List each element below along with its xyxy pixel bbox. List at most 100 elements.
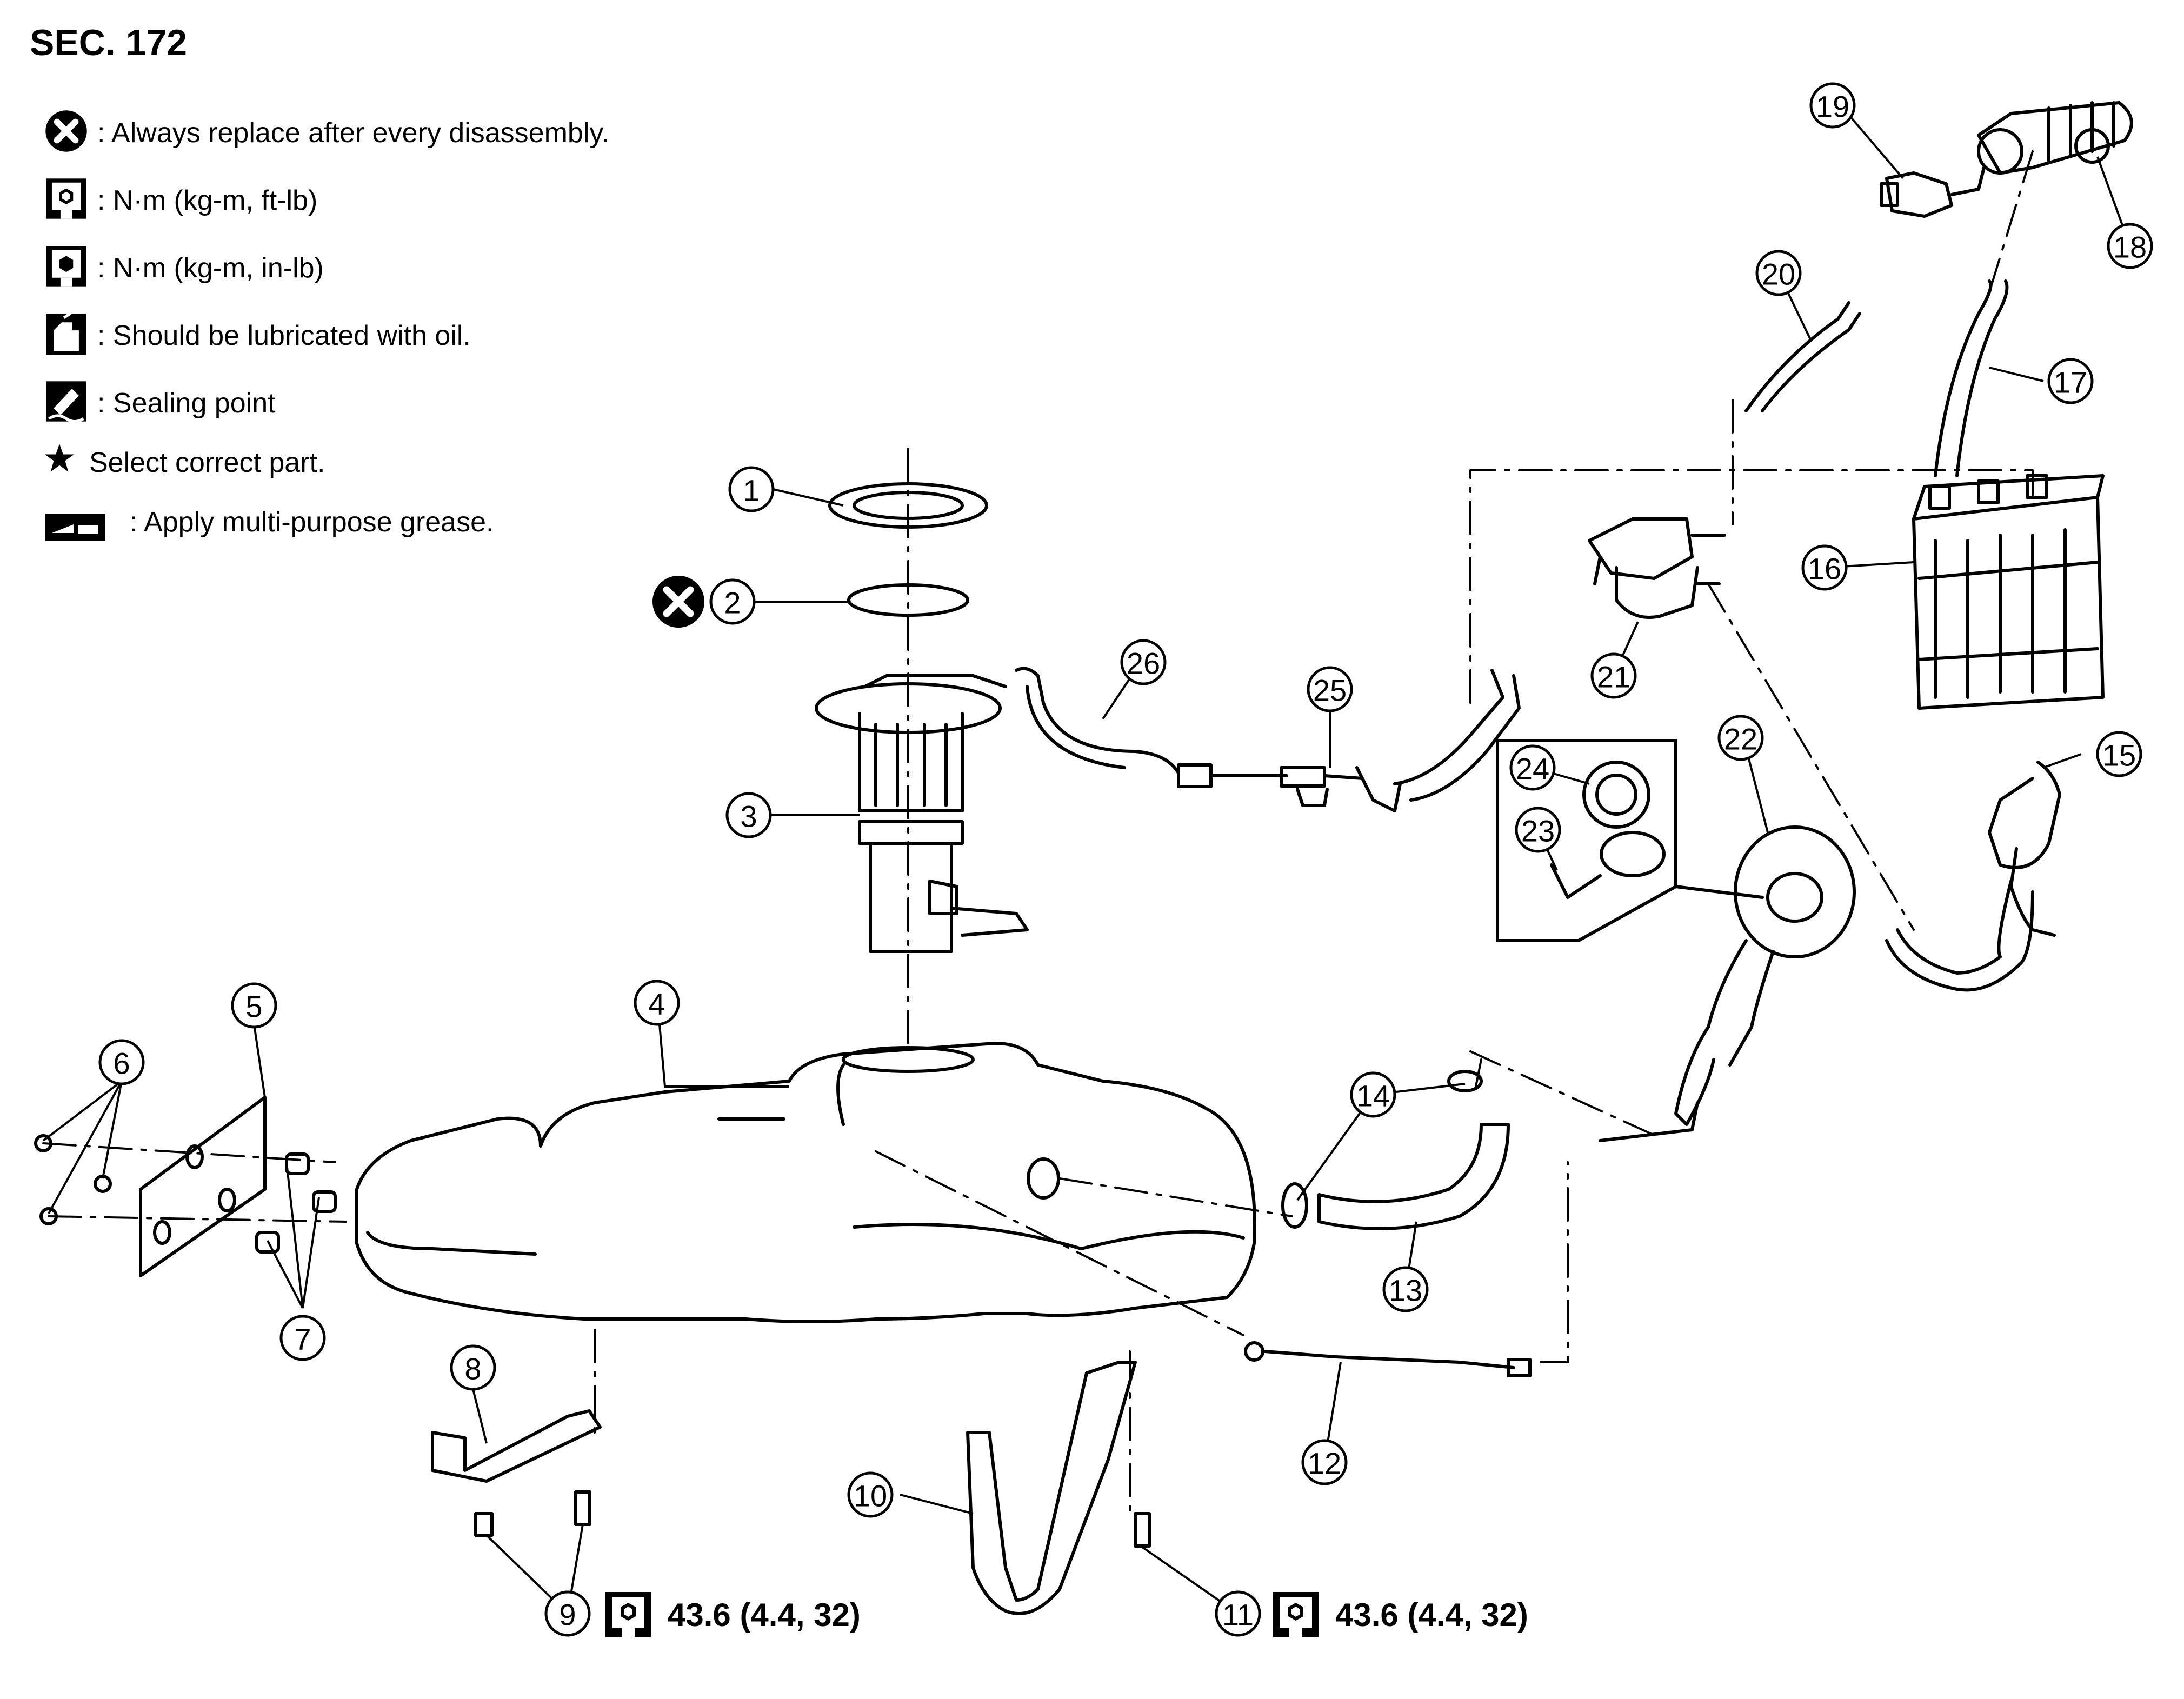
callout-circle — [1301, 1439, 1348, 1485]
section-title: SEC. 172 — [30, 22, 188, 63]
callout-number: 14 — [1356, 1079, 1390, 1113]
callout-circle — [1350, 1071, 1396, 1118]
callout-circle — [1590, 652, 1637, 699]
callout-6: 6 — [98, 1039, 145, 1085]
callout-number: 8 — [464, 1352, 481, 1386]
callout-12: 12 — [1301, 1439, 1348, 1485]
part-tank-bracket — [431, 1409, 602, 1483]
callout-circle — [1809, 82, 1856, 129]
torque-spec-9: 43.6 (4.4, 32) — [605, 1592, 861, 1637]
callout-circle — [634, 980, 680, 1026]
part-evap-hose-17 — [1934, 279, 2009, 477]
callout-circle — [728, 466, 775, 512]
part-strap-bolt — [1134, 1512, 1151, 1548]
callout-circle — [1509, 744, 1556, 791]
legend-text: : N·m (kg-m, in-lb) — [97, 252, 324, 284]
callout-circle — [1120, 639, 1167, 685]
callout-number: 17 — [2054, 365, 2087, 399]
callout-8: 8 — [450, 1344, 496, 1391]
callout-number: 20 — [1762, 257, 1795, 291]
callout-circle — [544, 1590, 591, 1637]
callout-number: 19 — [1816, 90, 1849, 124]
cap-leader — [1674, 885, 1764, 899]
callout-number: 4 — [648, 987, 665, 1021]
part-o-ring — [847, 583, 969, 617]
callout-2: 2 — [709, 578, 756, 625]
leader-lines — [42, 150, 2034, 1515]
callout-22: 22 — [1717, 715, 1764, 761]
callout-circle — [1382, 1266, 1429, 1312]
callout-number: 16 — [1808, 552, 1841, 586]
callout-circle — [1307, 666, 1353, 712]
callout-circle — [2107, 223, 2153, 269]
callout-20: 20 — [1755, 250, 1802, 296]
callout-circle — [847, 1471, 894, 1518]
callout-4: 4 — [634, 980, 680, 1026]
torque-in-lb-icon — [46, 246, 86, 287]
callout-21: 21 — [1590, 652, 1637, 699]
legend-row-always-replace: : Always replace after every disassembly… — [43, 108, 719, 157]
callout-19: 19 — [1809, 82, 1856, 129]
torque-value: 43.6 (4.4, 32) — [668, 1597, 861, 1633]
callout-3: 3 — [725, 792, 772, 838]
sealing-point-icon — [46, 381, 86, 423]
part-evap-hose-20 — [1744, 301, 1861, 412]
callout-number: 3 — [740, 799, 757, 834]
legend-text: : Always replace after every disassembly… — [97, 117, 609, 149]
callout-13: 13 — [1382, 1266, 1429, 1312]
torque-value: 43.6 (4.4, 32) — [1335, 1597, 1528, 1633]
torque-ft-lb-icon — [605, 1592, 651, 1637]
callout-circle — [1717, 715, 1764, 761]
legend-row-torque-ft-lb: : N·m (kg-m, ft-lb) — [43, 176, 719, 224]
callout-25: 25 — [1307, 666, 1353, 712]
legend-text: : Apply multi-purpose grease. — [130, 507, 494, 538]
torque-ft-lb-icon — [1273, 1592, 1319, 1637]
legend-text: : Sealing point — [97, 388, 276, 419]
callout-17: 17 — [2047, 358, 2094, 404]
part-filler-cap — [1582, 761, 1650, 829]
cap-detail-box — [1496, 739, 1677, 942]
callout-18: 18 — [2107, 223, 2153, 269]
callout-number: 6 — [113, 1047, 130, 1081]
callout-24: 24 — [1509, 744, 1556, 791]
callout-number: 18 — [2113, 230, 2147, 264]
part-filler-vent-tube — [1885, 761, 2061, 992]
always-replace-icon — [652, 576, 704, 628]
legend-text: : Should be lubricated with oil. — [97, 320, 471, 351]
callout-10: 10 — [847, 1471, 894, 1518]
callout-1: 1 — [728, 466, 775, 512]
callouts: 1234567891011121314151617181920212223242… — [98, 82, 2153, 1637]
torque-ft-lb-icon — [46, 178, 86, 219]
part-bracket-plate — [139, 1096, 267, 1277]
grease-icon — [45, 514, 105, 541]
callout-number: 7 — [294, 1322, 311, 1356]
part-evap-valve — [1588, 517, 1726, 619]
callout-7: 7 — [279, 1315, 326, 1361]
part-lock-ring — [828, 482, 988, 529]
part-fuel-feed-hose — [1015, 667, 1288, 788]
callout-number: 13 — [1389, 1274, 1422, 1308]
part-cap-tether — [1550, 831, 1666, 899]
part-evap-hose-clip — [1280, 669, 1521, 812]
callout-5: 5 — [231, 982, 277, 1029]
always-replace-icon — [45, 110, 87, 152]
callout-number: 25 — [1313, 674, 1347, 708]
callout-number: 22 — [1724, 722, 1757, 756]
callout-circle — [2047, 358, 2094, 404]
part-bolts-9 — [474, 1490, 591, 1537]
legend-row-grease: : Apply multi-purpose grease. — [43, 497, 719, 546]
callout-number: 9 — [559, 1598, 576, 1632]
callout-number: 1 — [743, 474, 760, 508]
part-clips — [34, 1134, 236, 1245]
star-icon — [45, 444, 74, 472]
callout-circle — [1801, 544, 1848, 591]
legend-text: Select correct part. — [89, 447, 325, 478]
callout-circle — [279, 1315, 326, 1361]
callout-circle — [709, 578, 756, 625]
legend-row-oil: : Should be lubricated with oil. — [43, 311, 719, 359]
callout-number: 21 — [1597, 660, 1630, 694]
callout-number: 12 — [1308, 1447, 1341, 1481]
callout-15: 15 — [2096, 731, 2142, 777]
legend-row-select: Select correct part. — [43, 438, 719, 487]
part-breather-tube — [1244, 1341, 1532, 1377]
